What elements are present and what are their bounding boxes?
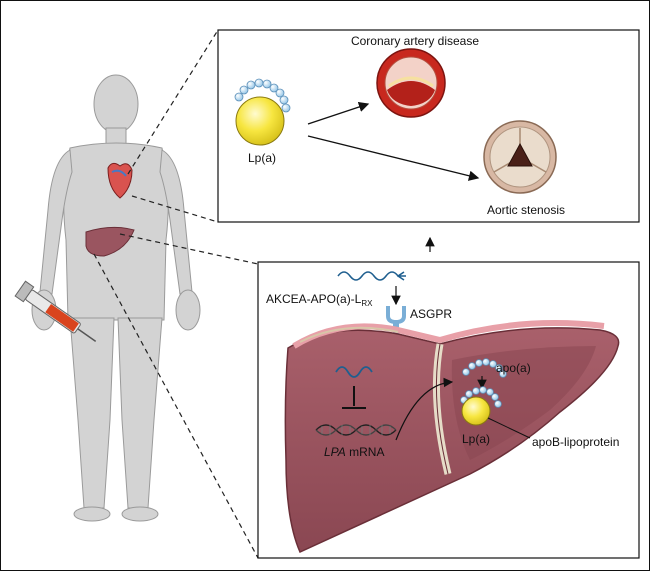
lpa-particle-liver: [460, 386, 502, 426]
arrow-to-aortic: [307, 135, 480, 181]
heart-icon: [107, 162, 133, 199]
aortic-stenosis-label: Aortic stenosis: [487, 203, 565, 217]
left-leg: [69, 317, 115, 509]
human-body-figure: [31, 74, 201, 522]
aortic-valve-icon: [483, 120, 557, 194]
apob-lipoprotein-label: apoB-lipoprotein: [532, 435, 619, 449]
liver-large: [284, 320, 620, 554]
apoa-chain-liver: [462, 358, 507, 378]
zoom-lines: [93, 29, 259, 559]
lpa-label-liver: Lp(a): [462, 432, 490, 446]
apob-pointer-line: [487, 417, 531, 439]
lpa-mrna-label: LPA mRNA: [324, 445, 384, 459]
apoa-chain-top: [234, 78, 291, 113]
aso-wave-icon: [335, 366, 373, 378]
translation-arrow: [395, 377, 454, 441]
syringe-icon: [14, 280, 97, 342]
arrow-to-coronary: [307, 101, 370, 125]
lpa-mrna-helix-icon: [315, 424, 397, 436]
artery-cross-section-icon: [376, 48, 446, 118]
right-hand: [175, 289, 201, 331]
coronary-artery-disease-label: Coronary artery disease: [351, 34, 479, 48]
right-foot: [121, 506, 159, 522]
head: [93, 74, 139, 134]
drug-name-label: AKCEA-APO(a)-LRX: [266, 292, 373, 308]
lpa-label-top: Lp(a): [248, 151, 276, 165]
lpa-particle-top: [234, 78, 291, 146]
apoa-label: apo(a): [496, 361, 531, 375]
drug-oligo-icon: [337, 271, 406, 281]
inhibition-symbol: [342, 386, 366, 409]
asgpr-label: ASGPR: [410, 307, 452, 321]
left-foot: [73, 506, 111, 522]
